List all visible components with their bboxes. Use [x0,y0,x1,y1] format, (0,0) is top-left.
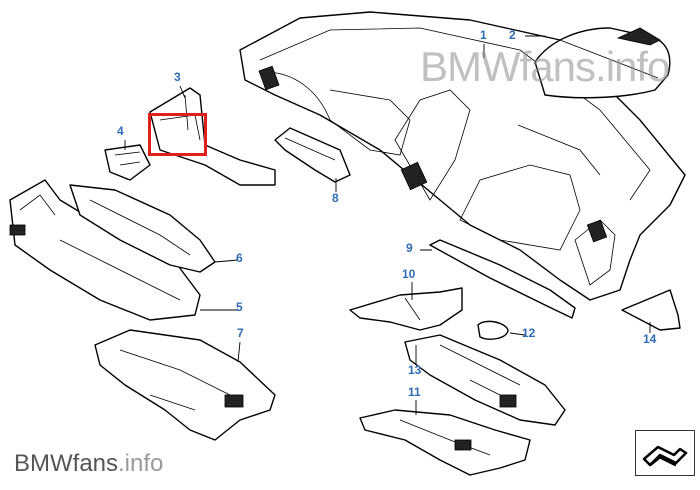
lower-trim-6-part[interactable] [69,184,216,273]
watermark-bottom: BMWfans.info [14,450,163,478]
floor-cover-11-part[interactable] [359,409,531,476]
callout-10[interactable]: 10 [402,267,416,281]
leader-lines [124,35,651,415]
arrow-icon [642,445,688,467]
floor-cover-13-part[interactable] [404,334,566,426]
callout-6[interactable]: 6 [236,251,243,265]
highlight-box [148,113,207,156]
watermark-top: BMWfans.info [420,43,670,90]
callout-14[interactable]: 14 [643,332,657,346]
floor-cover-7-part[interactable] [94,329,276,441]
trim-strip-9-part[interactable] [429,239,576,319]
callout-5[interactable]: 5 [236,300,243,314]
glovebox-lid-part[interactable] [534,27,671,99]
bracket-8-part[interactable] [274,127,351,183]
clip-12-part[interactable] [477,320,509,340]
callout-3[interactable]: 3 [174,70,181,84]
callout-1[interactable]: 1 [480,28,487,42]
callout-7[interactable]: 7 [237,326,244,340]
callout-9[interactable]: 9 [406,241,413,255]
callout-12[interactable]: 12 [522,326,536,340]
navigation-button[interactable] [635,430,695,476]
callout-2[interactable]: 2 [509,28,516,42]
bracket-4-part[interactable] [104,144,151,181]
watermark-suffix: .info [118,450,164,477]
callout-4[interactable]: 4 [117,124,124,138]
callout-13[interactable]: 13 [408,363,422,377]
cover-10-part[interactable] [349,287,463,331]
watermark-brand: BMWfans [14,450,119,477]
corner-trim-14-part[interactable] [621,289,681,331]
callout-11[interactable]: 11 [408,385,421,399]
callout-8[interactable]: 8 [332,191,339,205]
lower-trim-5-part[interactable] [9,179,201,321]
